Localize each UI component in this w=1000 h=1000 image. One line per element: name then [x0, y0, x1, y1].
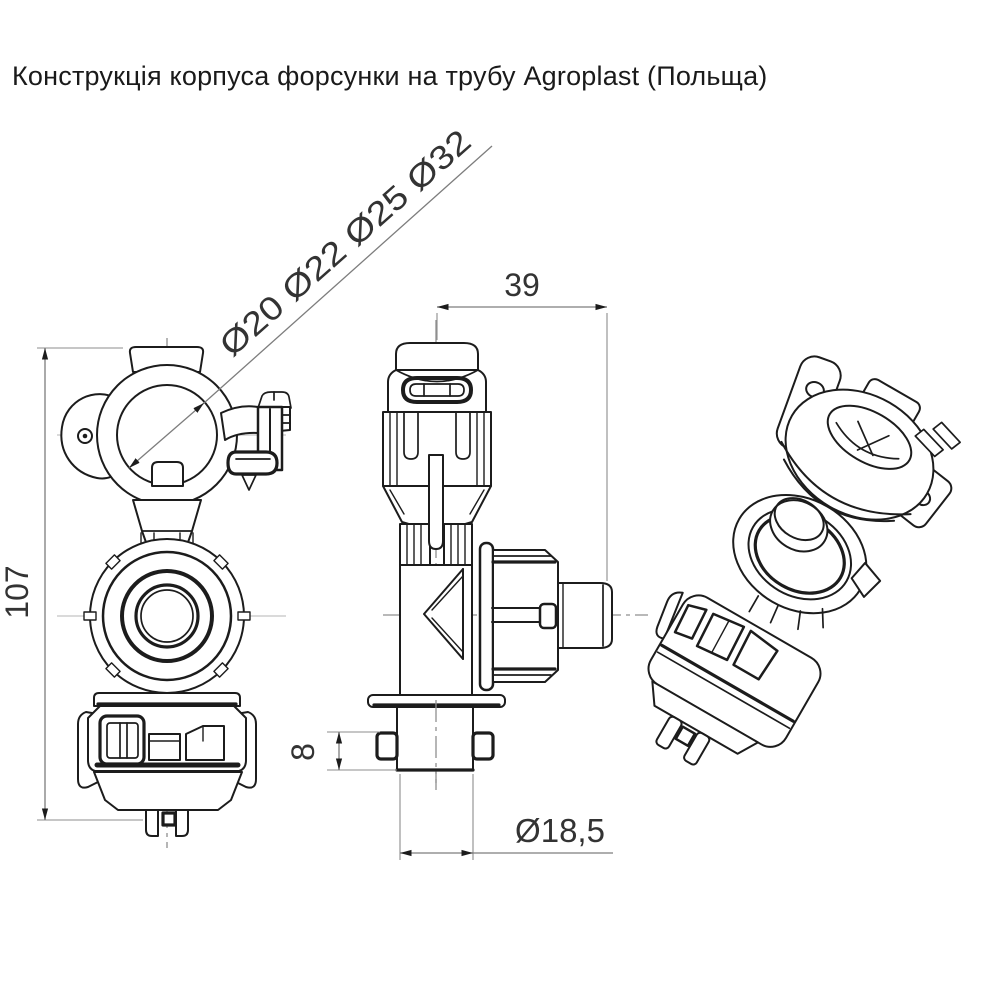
dimension-18-5: Ø18,5 — [399, 774, 613, 860]
bayonet-cap-front — [77, 692, 257, 837]
clamp-body-side — [382, 411, 492, 566]
side-view — [367, 320, 648, 790]
nozzle-tail-side — [367, 694, 506, 788]
dim-label-18-5: Ø18,5 — [515, 812, 605, 849]
clamp-cap-side — [387, 342, 487, 413]
isometric-view — [647, 355, 961, 766]
front-view — [57, 338, 292, 848]
pipe-diameters-label: Ø20 Ø22 Ø25 Ø32 — [212, 122, 478, 363]
pipe-clamp-3d — [775, 355, 961, 529]
page-title: Конструкція корпуса форсунки на трубу Ag… — [12, 61, 768, 91]
outlet-port — [478, 541, 613, 692]
coupling-nut — [83, 538, 251, 694]
pipe-clamp — [60, 346, 292, 506]
dim-label-107: 107 — [0, 565, 35, 618]
dimension-39: 39 — [436, 267, 608, 581]
dim-label-39: 39 — [504, 267, 540, 303]
bayonet-cap-3d — [647, 591, 822, 766]
coupling-nut-3d — [732, 493, 882, 631]
dimension-8: 8 — [285, 731, 397, 771]
dimension-107: 107 — [0, 347, 143, 821]
nozzle-body-side — [399, 564, 473, 698]
dim-label-8: 8 — [285, 743, 321, 761]
